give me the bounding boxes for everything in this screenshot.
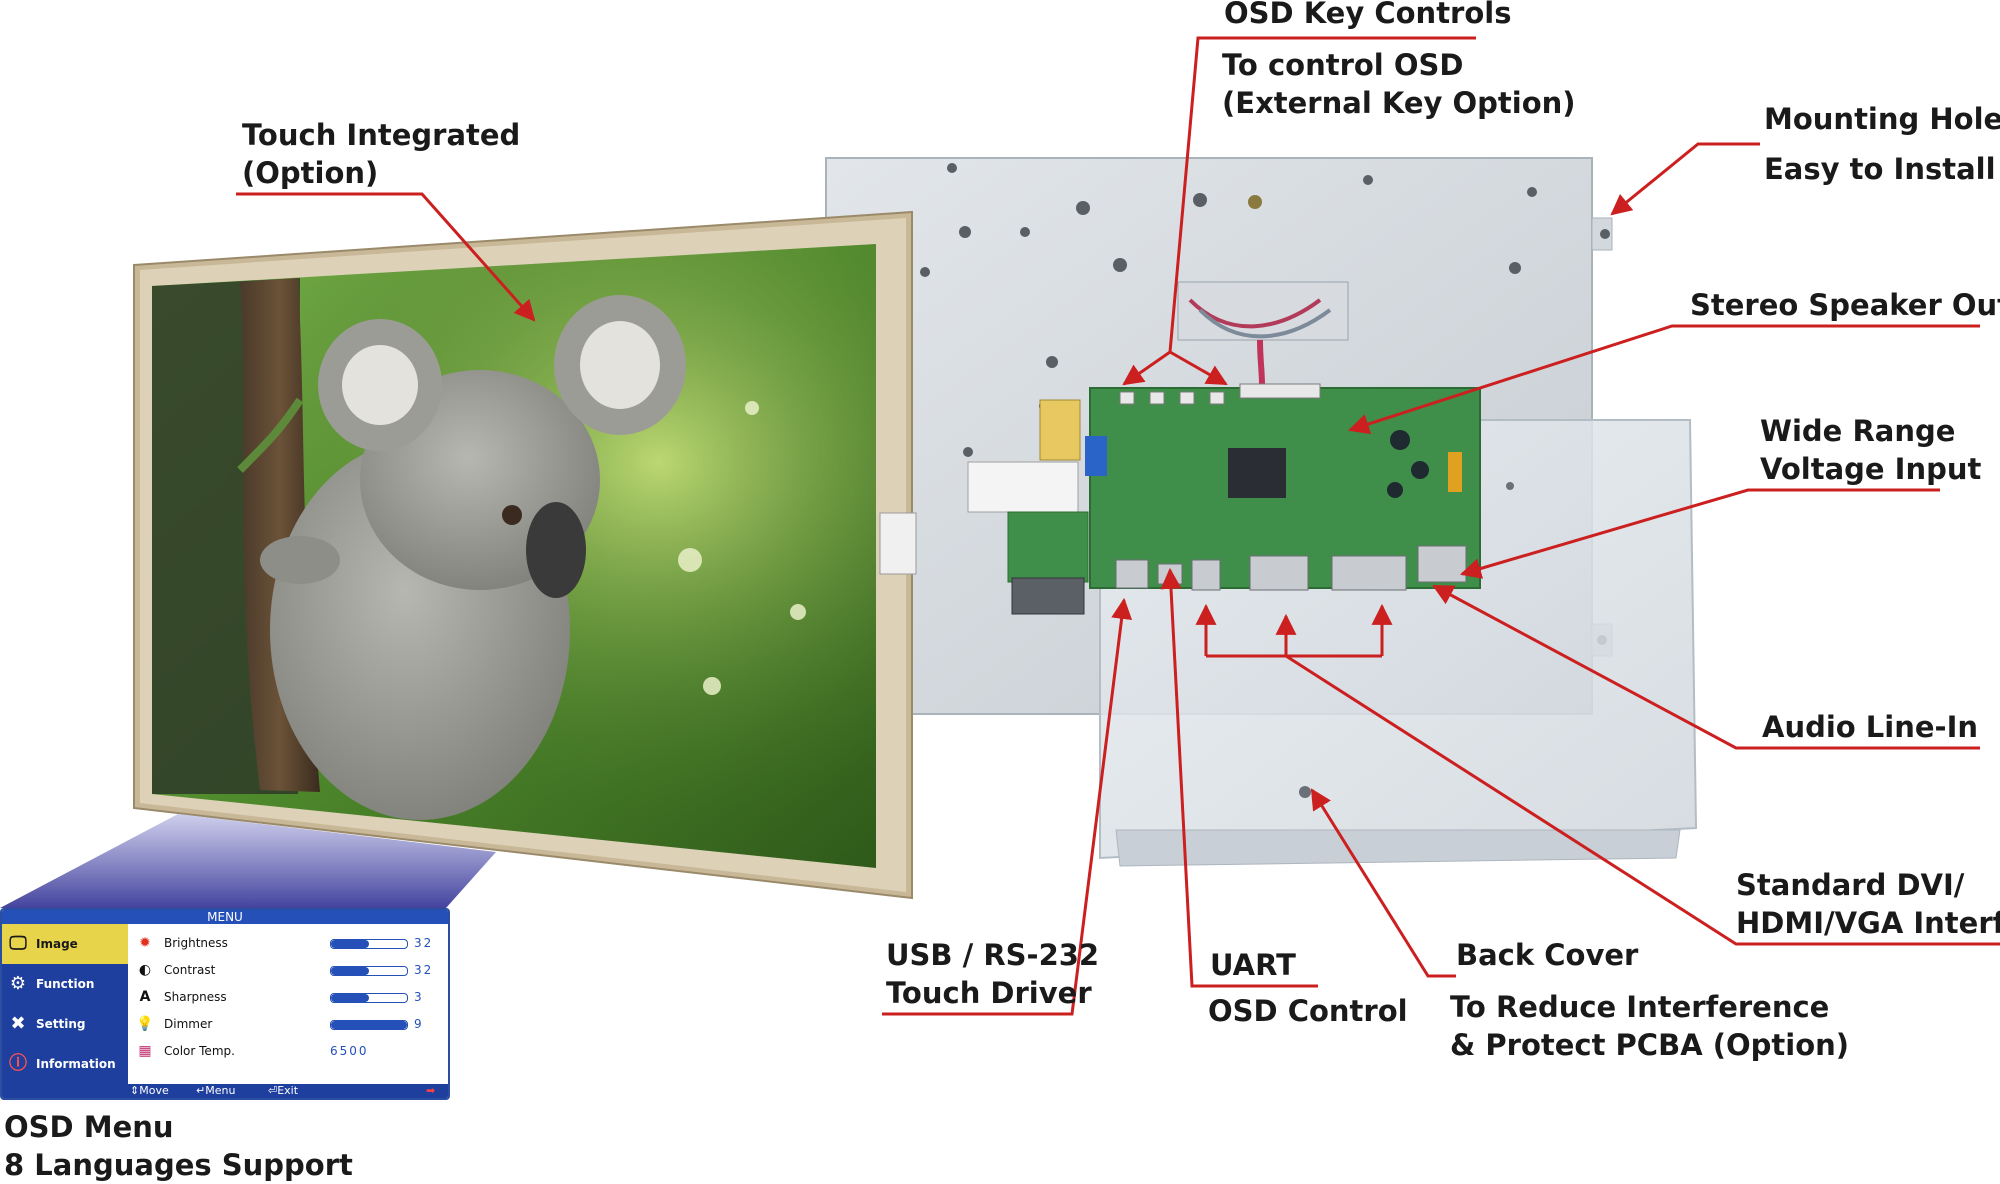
label-line: OSD Menu (4, 1110, 174, 1144)
label-line: Touch Driver (886, 976, 1092, 1010)
label-line: To Reduce Interference (1450, 990, 1830, 1024)
label-audio-line-in: Audio Line-In (1762, 710, 1979, 744)
slider-fill (331, 967, 369, 975)
dimmer-value: 9 (414, 1017, 424, 1031)
slider-fill (331, 940, 369, 948)
osd-row-color-temp[interactable]: ▦ Color Temp. 6500 (136, 1038, 436, 1064)
osd-row-brightness[interactable]: ✹ Brightness 32 (136, 930, 436, 956)
label-back-cover-desc: To Reduce Interference & Protect PCBA (O… (1450, 988, 1849, 1064)
label-line: HDMI/VGA Interface (1736, 906, 2000, 940)
label-uart-desc: OSD Control (1208, 994, 1408, 1028)
osd-menu-header: MENU (2, 910, 448, 924)
touch-screen-panel (133, 210, 917, 900)
contrast-icon: ◐ (138, 962, 152, 978)
osd-tab-setting[interactable]: ✖ Setting (2, 1004, 128, 1044)
label-underlines (236, 36, 2000, 1016)
label-back-cover: Back Cover (1456, 938, 1639, 972)
osd-projection-beam (0, 814, 496, 908)
pcb-board (967, 383, 1481, 615)
osd-tab-label: Setting (36, 1017, 86, 1031)
color-temp-icon: ▦ (138, 1043, 152, 1059)
sharpness-value: 3 (414, 990, 424, 1004)
contrast-value: 32 (414, 963, 434, 977)
osd-row-contrast[interactable]: ◐ Contrast 32 (136, 957, 436, 983)
label-mounting-hole-desc: Easy to Install (1764, 152, 1996, 186)
slider-fill (331, 994, 369, 1002)
osd-tab-image[interactable]: 🖵 Image (2, 924, 128, 964)
osd-row-label: Sharpness (164, 990, 227, 1004)
label-mounting-hole: Mounting Hole (1764, 102, 2000, 136)
osd-row-dimmer[interactable]: 💡 Dimmer 9 (136, 1011, 436, 1037)
osd-menu-panel: MENU 🖵 Image ⚙ Function ✖ Setting ⓘ Info… (0, 908, 450, 1100)
label-line: USB / RS-232 (886, 938, 1100, 972)
dimmer-icon: 💡 (136, 1016, 154, 1032)
osd-tab-label: Image (36, 937, 78, 951)
dimmer-slider[interactable] (330, 1020, 408, 1030)
osd-row-label: Color Temp. (164, 1044, 235, 1058)
label-wide-range-voltage: Wide Range Voltage Input (1760, 412, 1981, 488)
color-temp-value: 6500 (330, 1044, 369, 1058)
koala-screen-image (152, 244, 876, 868)
brightness-icon: ✹ (139, 935, 151, 951)
contrast-slider[interactable] (330, 966, 408, 976)
label-osd-key-controls: OSD Key Controls (1224, 0, 1512, 30)
osd-row-label: Dimmer (164, 1017, 213, 1031)
osd-row-label: Brightness (164, 936, 228, 950)
brightness-value: 32 (414, 936, 434, 950)
footer-move-hint: ⇕Move (130, 1084, 169, 1097)
sharpness-icon: A (139, 989, 151, 1005)
osd-row-sharpness[interactable]: A Sharpness 3 (136, 984, 436, 1010)
info-icon: ⓘ (9, 1053, 27, 1074)
osd-menu-sidebar: 🖵 Image ⚙ Function ✖ Setting ⓘ Informati… (2, 924, 128, 1084)
tools-icon: ✖ (10, 1013, 26, 1034)
label-line: Touch Integrated (242, 118, 521, 152)
brightness-slider[interactable] (330, 939, 408, 949)
label-line: 8 Languages Support (4, 1148, 353, 1182)
label-osd-menu: OSD Menu 8 Languages Support (4, 1108, 353, 1184)
label-line: Wide Range (1760, 414, 1956, 448)
slider-fill (331, 1021, 407, 1029)
osd-menu-footer: ⇕Move ↵Menu ⏎Exit ➡ (2, 1084, 448, 1098)
gear-icon: ⚙ (9, 973, 27, 994)
osd-tab-label: Function (36, 977, 95, 991)
label-stereo-speaker-out: Stereo Speaker Out (1690, 288, 2000, 322)
osd-tab-function[interactable]: ⚙ Function (2, 964, 128, 1004)
label-osd-key-controls-desc: To control OSD (External Key Option) (1222, 46, 1576, 122)
label-usb-rs232: USB / RS-232 Touch Driver (886, 936, 1099, 1012)
monitor-icon: 🖵 (9, 933, 27, 954)
sharpness-slider[interactable] (330, 993, 408, 1003)
label-touch-integrated: Touch Integrated (Option) (242, 116, 520, 192)
label-line: (External Key Option) (1222, 86, 1576, 120)
footer-menu-hint: ↵Menu (196, 1084, 236, 1097)
label-line: To control OSD (1222, 48, 1464, 82)
label-line: Standard DVI/ (1736, 868, 1965, 902)
osd-tab-information[interactable]: ⓘ Information (2, 1044, 128, 1084)
label-line: & Protect PCBA (Option) (1450, 1028, 1850, 1062)
label-line: (Option) (242, 156, 379, 190)
osd-row-label: Contrast (164, 963, 216, 977)
arrow-right-icon: ➡ (426, 1084, 436, 1097)
osd-tab-label: Information (36, 1057, 116, 1071)
label-uart: UART (1210, 948, 1296, 982)
ribbon-cables (1177, 281, 1349, 386)
label-standard-dvi-hdmi-vga: Standard DVI/ HDMI/VGA Interface (1736, 866, 2000, 942)
footer-exit-hint: ⏎Exit (268, 1084, 299, 1097)
label-line: Voltage Input (1760, 452, 1982, 486)
